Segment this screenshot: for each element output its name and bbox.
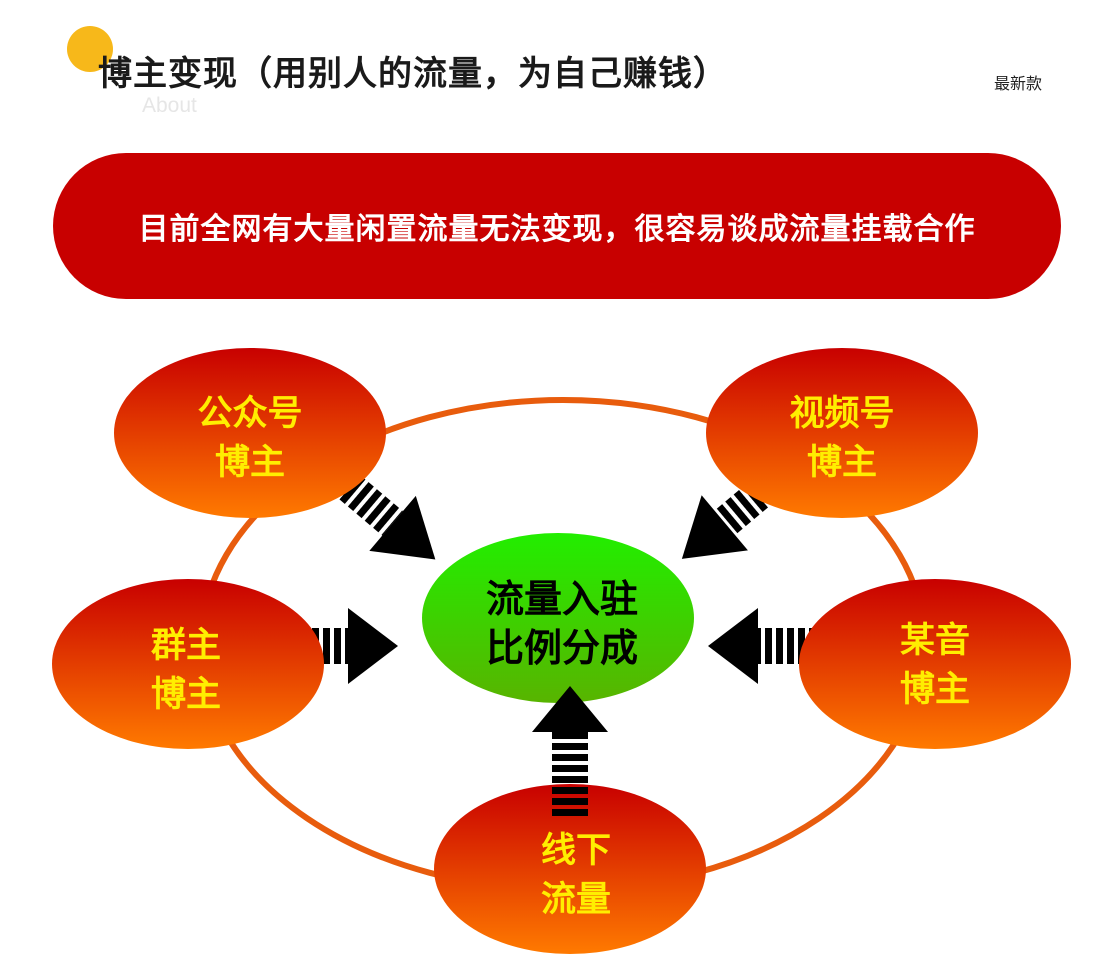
node-gzh-line2: 博主: [215, 443, 285, 483]
arrow-xx: [532, 686, 608, 816]
page-subtitle: About: [142, 94, 197, 117]
banner-text: 目前全网有大量闲置流量无法变现，很容易谈成流量挂载合作: [138, 212, 976, 247]
node-my-line1: 某音: [900, 620, 970, 661]
node-xx: 线下 流量: [434, 784, 706, 954]
node-qz-line1: 群主: [151, 626, 221, 666]
node-gzh-line1: 公众号: [197, 394, 302, 434]
center-label-line2: 比例分成: [486, 626, 638, 670]
node-gzh: 公众号 博主: [114, 348, 386, 518]
node-sph-line1: 视频号: [789, 394, 894, 434]
node-sph-line2: 博主: [807, 443, 877, 483]
node-xx-line1: 线下: [541, 831, 611, 871]
node-qz-line2: 博主: [151, 675, 221, 715]
page-title: 博主变现（用别人的流量，为自己赚钱）: [98, 54, 728, 94]
headline-banner: 目前全网有大量闲置流量无法变现，很容易谈成流量挂载合作: [53, 153, 1061, 299]
node-qz: 群主 博主: [52, 579, 324, 749]
decorative-dot: [67, 26, 113, 72]
badge-label: 最新款: [994, 74, 1043, 93]
node-xx-line2: 流量: [541, 880, 611, 920]
center-label-line1: 流量入驻: [486, 577, 638, 621]
node-my: 某音 博主: [799, 579, 1071, 749]
node-sph: 视频号 博主: [706, 348, 978, 518]
center-ellipse: [422, 533, 694, 703]
node-my-line2: 博主: [900, 670, 970, 710]
